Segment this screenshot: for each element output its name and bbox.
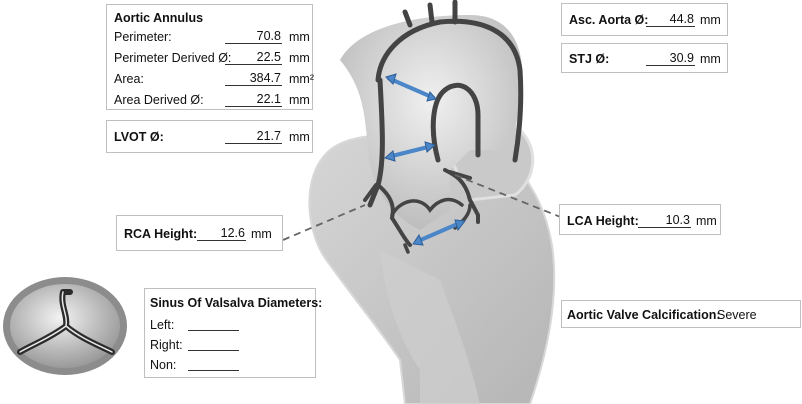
aorta-arch-inner xyxy=(430,82,481,163)
rca-height-label: RCA Height: xyxy=(124,227,198,241)
sinus-right-value xyxy=(188,338,239,351)
stj-panel: STJ Ø: 30.9 mm xyxy=(561,43,728,73)
root-cusps xyxy=(390,197,464,217)
stj-arrow xyxy=(383,141,437,162)
aorta-outer-wall xyxy=(375,0,524,163)
asc-aorta-unit: mm xyxy=(700,13,721,27)
stj-value: 30.9 xyxy=(646,51,695,66)
heart-lower-shade xyxy=(380,250,480,404)
root-left xyxy=(376,183,412,247)
rca-height-unit: mm xyxy=(251,227,272,241)
area-derived-value: 22.1 xyxy=(225,92,282,107)
sinus-right-label: Right: xyxy=(150,338,183,352)
stj-unit: mm xyxy=(700,52,721,66)
aortic-annulus-panel: Aortic Annulus Perimeter: 70.8 mm Perime… xyxy=(106,4,314,110)
area-derived-label: Area Derived Ø: xyxy=(114,93,204,107)
lvot-panel: LVOT Ø: 21.7 mm xyxy=(106,120,313,153)
calcification-panel: Aortic Valve Calcification: Severe xyxy=(561,300,801,328)
asc-aorta-panel: Asc. Aorta Ø: 44.8 mm xyxy=(561,3,728,36)
lvot-arrow xyxy=(412,219,466,246)
rca-height-value: 12.6 xyxy=(197,226,246,241)
sinus-panel: Sinus Of Valsalva Diameters: Left: Right… xyxy=(144,288,322,378)
asc-aorta-arrow xyxy=(385,73,437,102)
lca-height-label: LCA Height: xyxy=(567,214,639,228)
lvot-value: 21.7 xyxy=(225,129,282,144)
perimeter-derived-label: Perimeter Derived Ø: xyxy=(114,51,232,65)
rca-leader-line xyxy=(282,204,366,241)
lca-leader-line xyxy=(454,174,564,219)
sinus-non-value xyxy=(188,358,239,371)
rca-height-panel: RCA Height: 12.6 mm xyxy=(116,215,283,251)
sinus-left-label: Left: xyxy=(150,318,175,332)
area-label: Area: xyxy=(114,72,144,86)
area-unit: mm² xyxy=(289,72,314,86)
stj-label: STJ Ø: xyxy=(569,52,610,66)
sinus-non-label: Non: xyxy=(150,358,177,372)
calcification-label: Aortic Valve Calcification: xyxy=(567,308,721,322)
lca-height-panel: LCA Height: 10.3 mm xyxy=(559,204,721,235)
asc-aorta-value: 44.8 xyxy=(646,12,695,27)
perimeter-unit: mm xyxy=(289,30,310,44)
aorta-left-wall xyxy=(367,77,385,208)
perimeter-label: Perimeter: xyxy=(114,30,172,44)
perimeter-derived-value: 22.5 xyxy=(225,50,282,65)
perimeter-derived-unit: mm xyxy=(289,51,310,65)
area-value: 384.7 xyxy=(225,71,282,86)
calcification-value: Severe xyxy=(717,308,757,322)
lvot-label: LVOT Ø: xyxy=(114,130,164,144)
perimeter-value: 70.8 xyxy=(225,29,282,44)
lca-height-value: 10.3 xyxy=(638,213,691,228)
asc-aorta-label: Asc. Aorta Ø: xyxy=(569,13,649,27)
aortic-annulus-title: Aortic Annulus xyxy=(114,11,204,25)
lvot-unit: mm xyxy=(289,130,310,144)
sinus-title: Sinus Of Valsalva Diameters: xyxy=(150,296,323,310)
area-derived-unit: mm xyxy=(289,93,310,107)
coronary-left-stub xyxy=(448,170,472,180)
sinus-left-value xyxy=(188,318,239,331)
lca-height-unit: mm xyxy=(696,214,717,228)
coronary-right-stub xyxy=(363,183,378,202)
aortic-valve-icon xyxy=(3,277,127,375)
